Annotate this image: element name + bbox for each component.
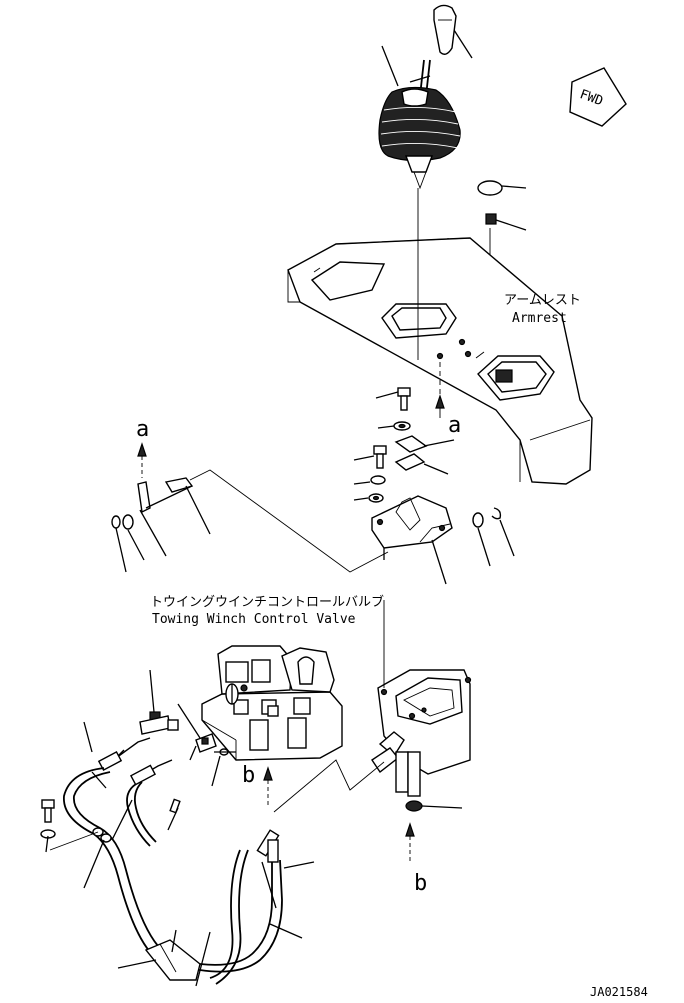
washer-upper bbox=[377, 421, 411, 431]
bolt-and-washer-left bbox=[40, 799, 99, 853]
washer-right bbox=[472, 507, 515, 567]
arrow-head-a-top bbox=[137, 442, 147, 457]
arrow-head-a-right bbox=[435, 394, 445, 409]
armrest-label-en: Armrest bbox=[512, 311, 567, 326]
leader-line-linkage bbox=[189, 469, 389, 573]
bolt-upper bbox=[375, 387, 411, 411]
bolt-middle bbox=[353, 445, 387, 469]
cap-part bbox=[477, 180, 527, 196]
drawing-number: JA021584 bbox=[590, 985, 648, 999]
screw-near-valve bbox=[167, 798, 181, 831]
washer-middle bbox=[353, 475, 386, 503]
armrest-label-jp: アームレスト bbox=[504, 293, 581, 308]
ref-label-a-right: a bbox=[448, 413, 461, 438]
control-lever-with-boot bbox=[378, 45, 461, 190]
towing-winch-control-valve bbox=[201, 645, 343, 761]
valve-label-jp: トウイングウインチコントロールバルブ bbox=[150, 594, 384, 610]
armrest: アームレスト Armrest bbox=[287, 237, 593, 485]
ref-label-b-left: b bbox=[242, 763, 255, 788]
control-cables bbox=[63, 721, 315, 987]
fwd-arrow-icon: FWD bbox=[569, 67, 627, 127]
ref-label-b-bottom: b bbox=[414, 871, 427, 896]
cable-clamp-parts bbox=[139, 669, 236, 787]
valve-label-en: Towing Winch Control Valve bbox=[152, 612, 356, 627]
lever-knob bbox=[433, 4, 473, 59]
ref-label-a-top: a bbox=[136, 417, 149, 442]
leader-line-cable-end bbox=[273, 759, 385, 813]
clip-left bbox=[111, 514, 145, 573]
rod-link bbox=[137, 477, 211, 557]
lever-box-assembly bbox=[371, 669, 472, 812]
bracket-plate-small bbox=[394, 435, 455, 475]
arrow-head-b-left bbox=[263, 766, 273, 781]
arrow-head-b-bottom bbox=[405, 822, 415, 837]
lever-bracket bbox=[371, 495, 453, 585]
